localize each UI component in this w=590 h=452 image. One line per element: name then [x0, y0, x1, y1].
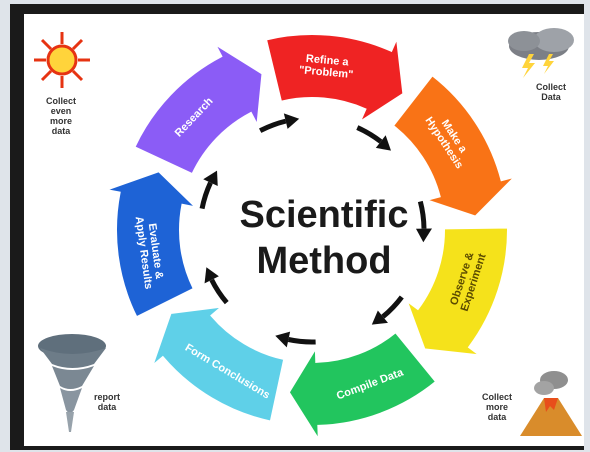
- note-bottom-right: Collect more data: [472, 392, 522, 422]
- note-line: Collect: [45, 96, 76, 106]
- inner-cycle-arrow-icon: [356, 125, 383, 144]
- title-line-2: Method: [256, 240, 392, 282]
- volcano-icon: [520, 371, 582, 436]
- note-top-right: Collect Data: [526, 82, 576, 102]
- tornado-icon: [38, 334, 106, 432]
- note-line: data: [51, 126, 71, 136]
- inner-cycle-arrowhead-icon: [375, 135, 391, 151]
- note-line: report: [93, 392, 120, 402]
- inner-cycle-arrowhead-icon: [275, 331, 291, 348]
- note-line: data: [97, 402, 117, 412]
- note-line: Collect: [481, 392, 512, 402]
- inner-cycle-arrowhead-icon: [371, 310, 388, 325]
- inner-cycle-arrowhead-icon: [415, 228, 432, 243]
- note-line: data: [487, 412, 507, 422]
- step-arrow-7: [102, 170, 200, 319]
- inner-cycle-arrow-icon: [287, 337, 316, 345]
- title-line-1: Scientific: [239, 194, 409, 236]
- note-line: Data: [541, 92, 561, 102]
- inner-cycle-arrow-icon: [259, 118, 287, 133]
- step-arrow-1: [133, 41, 264, 176]
- inner-cycle-arrowhead-icon: [283, 113, 300, 129]
- note-top-left: Collect even more data: [36, 96, 86, 136]
- note-bottom-left: report data: [82, 392, 132, 412]
- inner-cycle-arrow-icon: [381, 295, 404, 319]
- step-arrow-4: [404, 226, 509, 357]
- note-line: more: [485, 402, 508, 412]
- inner-cycle-arrow-icon: [209, 278, 229, 305]
- step-arrow-2: [264, 33, 405, 125]
- diagram-title: Scientific Method: [214, 192, 434, 284]
- inner-cycle-arrow-icon: [417, 200, 427, 229]
- step-arrow-3: [391, 73, 519, 218]
- inner-cycle-arrowhead-icon: [204, 267, 219, 284]
- note-line: Collect: [535, 82, 566, 92]
- inner-cycle-arrow-icon: [199, 181, 213, 210]
- note-line: more: [49, 116, 72, 126]
- step-arrow-6: [149, 305, 286, 423]
- note-line: even: [50, 106, 72, 116]
- storm-cloud-icon: [508, 28, 574, 78]
- inner-cycle-arrowhead-icon: [203, 170, 218, 187]
- step-arrow-5: [287, 330, 438, 444]
- step-label-2: Refine a"Problem": [299, 52, 355, 81]
- sun-icon: [34, 32, 90, 88]
